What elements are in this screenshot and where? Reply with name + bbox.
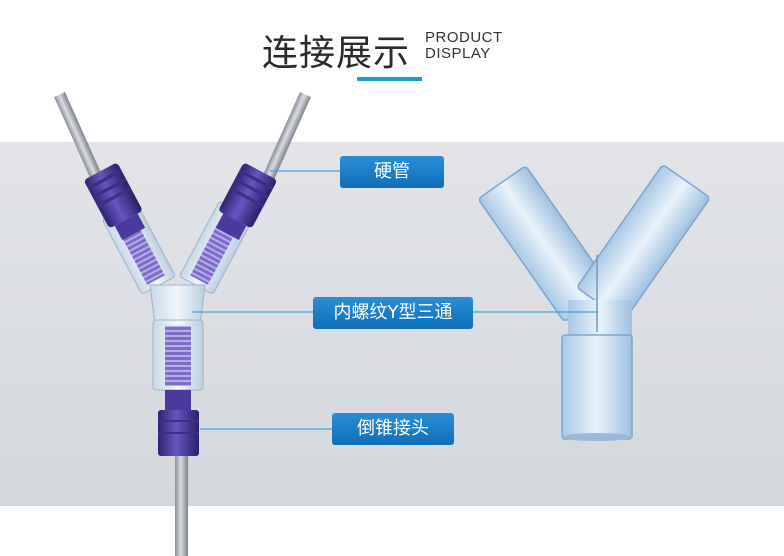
section-title: 连接展示 [262, 33, 411, 74]
callout-y-tee: 内螺纹Y型三通 [313, 297, 473, 329]
section-subtitle: PRODUCT DISPLAY [425, 30, 503, 62]
y-tee-fitting-illustration [478, 165, 710, 441]
title-underline [357, 77, 422, 81]
section-header: 连接展示 PRODUCT DISPLAY [0, 0, 784, 100]
callout-barb-connector: 倒锥接头 [332, 413, 454, 445]
subtitle-line-1: PRODUCT [425, 29, 503, 46]
y-connector-assembly-illustration [54, 92, 311, 556]
callout-hard-tube: 硬管 [340, 156, 444, 188]
subtitle-line-2: DISPLAY [425, 45, 491, 62]
